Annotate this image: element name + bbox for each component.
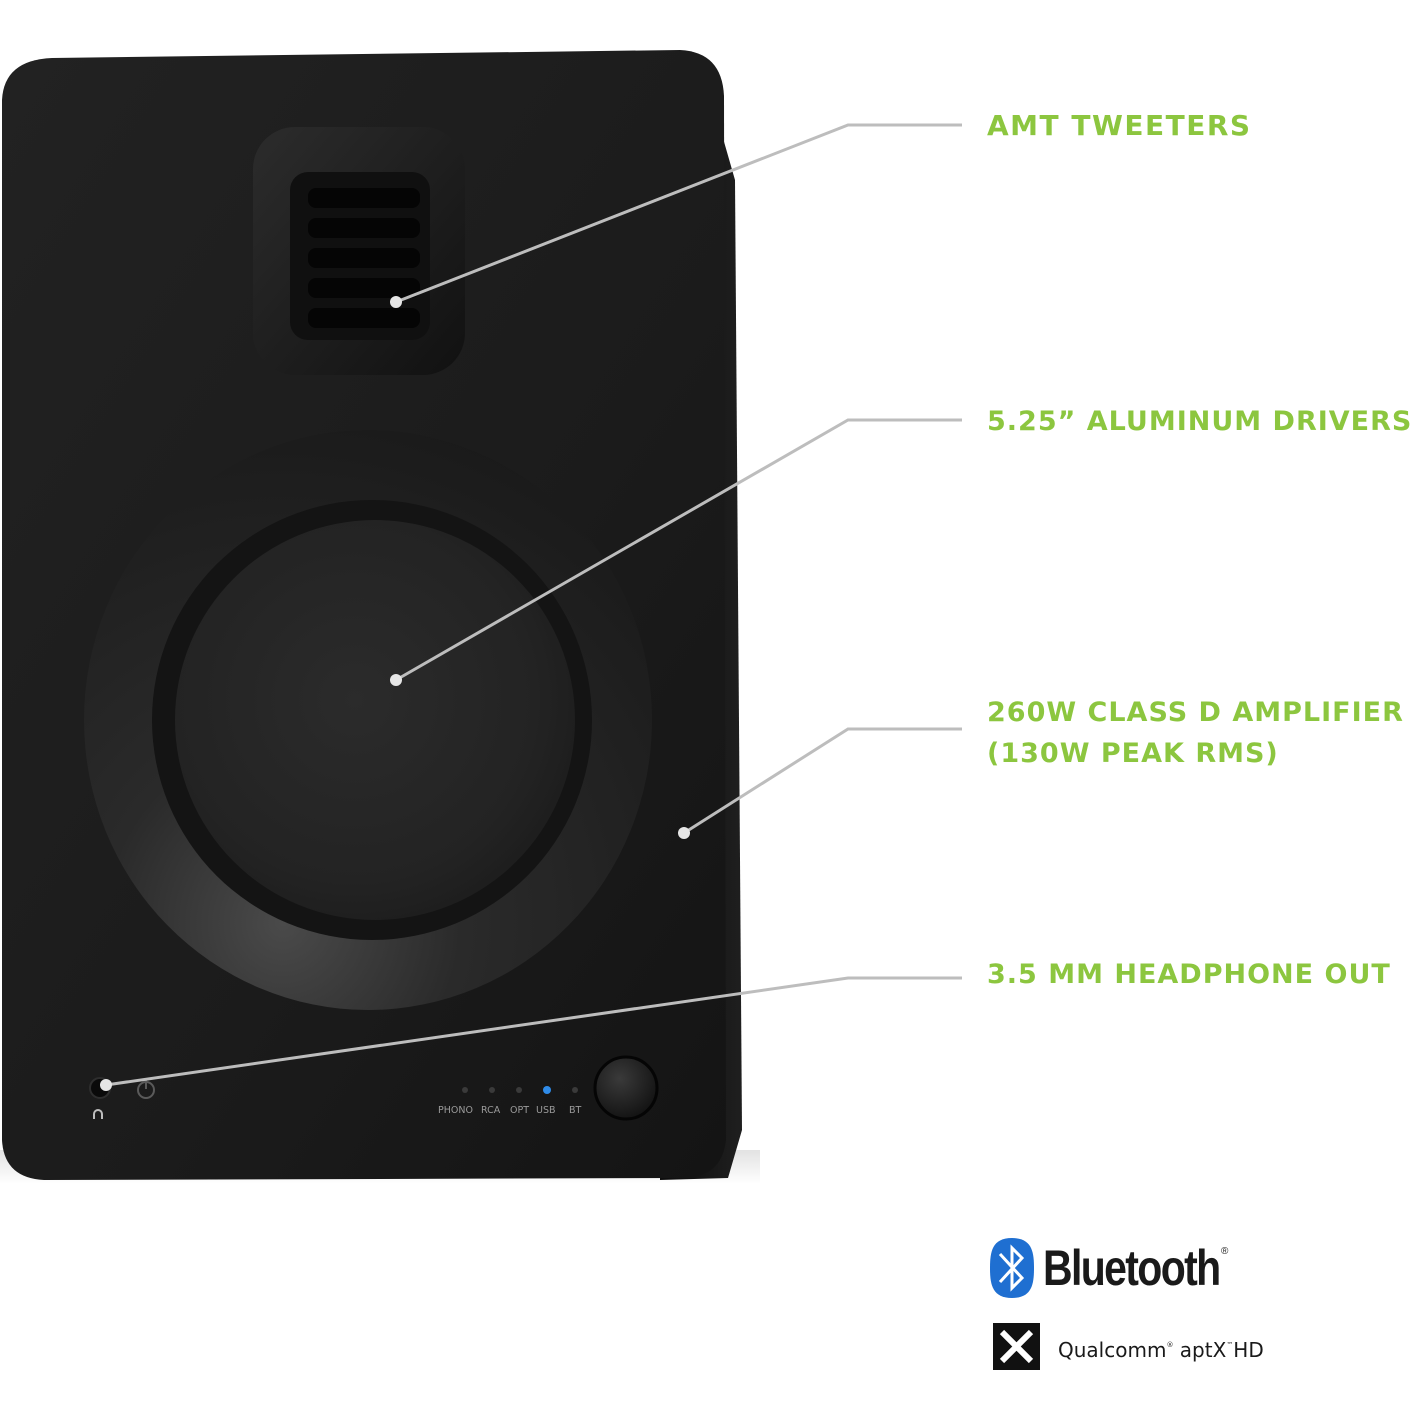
qualcomm-text: Qualcomm — [1058, 1338, 1167, 1362]
aptx-trademark: ™ — [1226, 1341, 1234, 1349]
input-label-bt: BT — [569, 1105, 582, 1116]
input-label-rca: RCA — [481, 1105, 501, 1116]
input-leds — [462, 1086, 578, 1094]
leader-lines — [105, 123, 962, 1087]
leader-drivers — [395, 418, 962, 682]
led-phono — [462, 1087, 468, 1093]
leader-dots — [100, 296, 690, 1091]
input-label-opt: OPT — [510, 1105, 530, 1116]
led-rca — [489, 1087, 495, 1093]
bluetooth-registered-mark: ® — [1221, 1246, 1229, 1257]
led-opt — [516, 1087, 522, 1093]
hd-text: HD — [1233, 1338, 1264, 1362]
leader-headphone — [105, 976, 962, 1087]
callout-text-line1: 260W CLASS D AMPLIFIER — [987, 697, 1404, 728]
qualcomm-registered: ® — [1166, 1341, 1174, 1349]
callout-text: 3.5 MM HEADPHONE OUT — [987, 959, 1391, 990]
volume-knob[interactable] — [593, 1055, 659, 1121]
callout-amplifier: 260W CLASS D AMPLIFIER (130W PEAK RMS) — [987, 692, 1404, 774]
callout-aluminum-drivers: 5.25” ALUMINUM DRIVERS — [987, 401, 1412, 442]
qualcomm-aptx-hd-wordmark: Qualcomm® aptX™HD — [1058, 1331, 1264, 1364]
woofer-cone — [175, 520, 575, 920]
aptx-icon — [993, 1323, 1040, 1370]
bluetooth-icon — [990, 1238, 1034, 1298]
led-usb — [543, 1086, 551, 1094]
led-bt — [572, 1087, 578, 1093]
callout-text: AMT TWEETERS — [987, 109, 1252, 142]
callout-amt-tweeters: AMT TWEETERS — [987, 105, 1252, 146]
leader-tweeters — [395, 123, 962, 304]
input-label-usb: USB — [536, 1105, 556, 1116]
leader-amplifier — [683, 727, 962, 835]
tweeter-slots — [308, 188, 420, 328]
bluetooth-wordmark: Bluetooth — [1043, 1240, 1221, 1296]
headphone-icon — [93, 1109, 103, 1119]
input-label-phono: PHONO — [438, 1105, 473, 1116]
callout-text-line2: (130W PEAK RMS) — [987, 738, 1279, 769]
callout-text: 5.25” ALUMINUM DRIVERS — [987, 406, 1413, 437]
callout-headphone-out: 3.5 MM HEADPHONE OUT — [987, 954, 1391, 995]
power-icon[interactable] — [137, 1080, 155, 1099]
aptx-text: aptX — [1179, 1338, 1227, 1362]
